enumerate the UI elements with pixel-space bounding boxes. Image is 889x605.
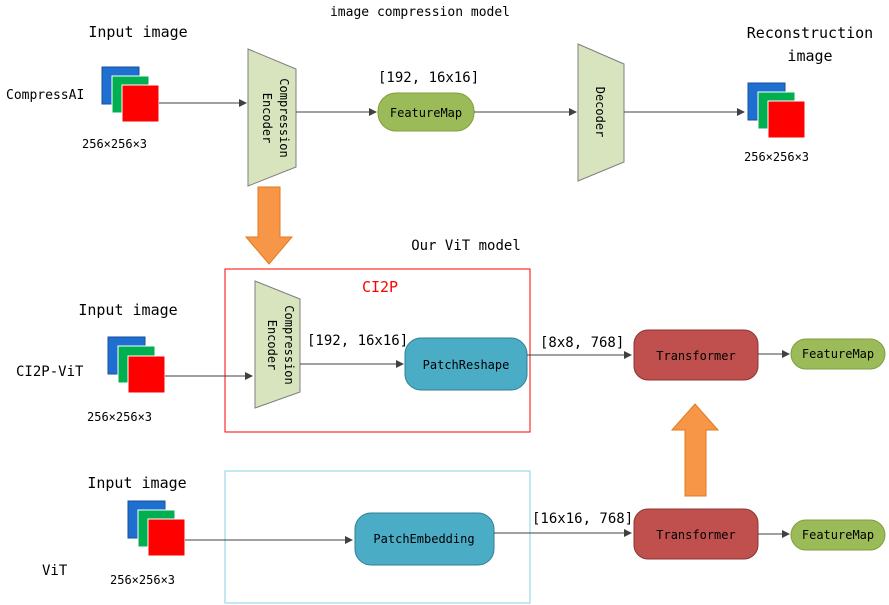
top-decoder-label: Decoder [593,87,607,138]
middle-encoder-label-2: Encoder [265,320,279,371]
bottom-featuremap-label: FeatureMap [802,528,874,542]
bottom-side-label: ViT [42,563,68,579]
middle-featuremap: FeatureMap [790,338,886,370]
top-featuremap-label: FeatureMap [390,106,462,120]
bottom-featuremap: FeatureMap [790,519,886,551]
middle-input-label: Input image [78,301,177,319]
bottom-input-image-icon [127,500,186,557]
bottom-transformer-block: Transformer [633,508,759,560]
top-input-label: Input image [88,23,187,41]
top-encoder-label-1: Compression [277,78,291,157]
top-output-size-label: 256×256×3 [744,150,809,164]
bottom-transformer-label: Transformer [656,528,735,542]
vit-title: Our ViT model [411,238,521,254]
top-output-image-icon [747,82,806,139]
top-shape-label: [192, 16x16] [378,70,479,86]
ci2p-group-box [224,268,531,433]
bottom-size-label: 256×256×3 [110,573,175,587]
diagram-title: image compression model [330,5,510,20]
patch-reshape-block: PatchReshape [404,337,528,391]
middle-token-shape-label: [8x8, 768] [540,335,624,351]
top-input-image-icon [101,66,160,123]
top-compression-encoder: Compression Encoder [247,48,297,187]
top-output-label-2: image [787,47,832,65]
top-encoder-label-2: Encoder [260,93,274,144]
middle-shape-label: [192, 16x16] [307,333,408,349]
middle-featuremap-label: FeatureMap [802,347,874,361]
middle-input-image-icon [107,336,166,394]
middle-side-label: CI2P-ViT [16,364,84,380]
middle-size-label: 256×256×3 [87,410,152,424]
orange-down-arrow [244,186,294,265]
ci2p-group-label: CI2P [362,278,398,296]
middle-compression-encoder: Compression Encoder [254,280,301,409]
patch-embedding-label: PatchEmbedding [373,532,474,546]
vit-group-box [224,470,531,604]
patch-embedding-block: PatchEmbedding [354,512,495,566]
top-decoder: Decoder [577,43,625,182]
orange-up-arrow [670,403,720,497]
middle-transformer-label: Transformer [656,349,735,363]
bottom-input-label: Input image [87,474,186,492]
top-featuremap: FeatureMap [377,92,475,132]
top-side-label: CompressAI [6,88,84,103]
bottom-token-shape-label: [16x16, 768] [532,511,633,527]
middle-encoder-label-1: Compression [282,305,296,384]
middle-transformer-block: Transformer [633,329,759,381]
top-output-label-1: Reconstruction [747,24,873,42]
top-size-label: 256×256×3 [82,137,147,151]
patch-reshape-label: PatchReshape [423,358,510,372]
